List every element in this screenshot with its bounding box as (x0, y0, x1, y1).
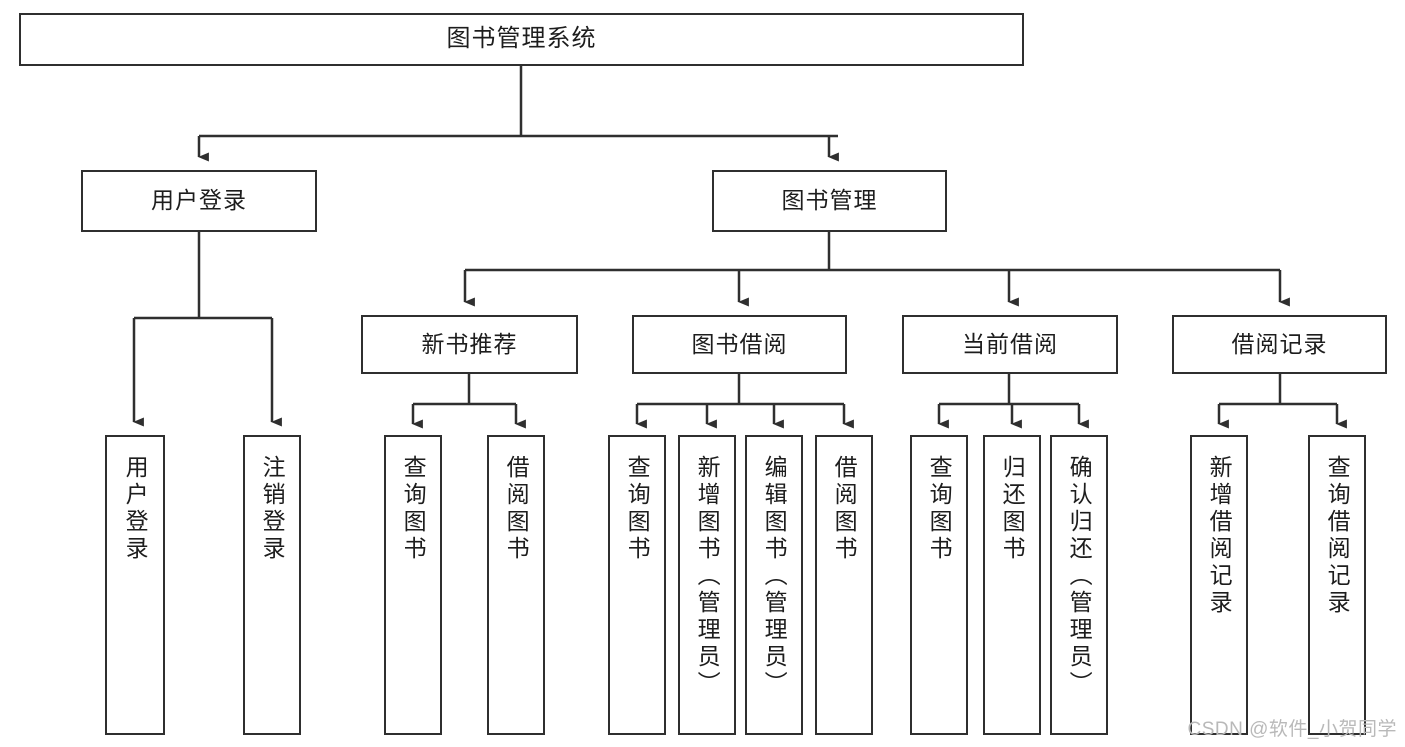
node-leaf-return-book-label: 归还图书 (999, 455, 1026, 563)
node-leaf-user-logout-label: 注销登录 (259, 455, 286, 563)
node-leaf-query-book-cur[interactable]: 查询图书 (910, 435, 968, 735)
node-user-login-label: 用户登录 (151, 187, 247, 214)
node-leaf-confirm-return[interactable]: 确认归还（管理员） (1050, 435, 1108, 735)
node-leaf-add-record-label: 新增借阅记录 (1206, 455, 1233, 617)
csdn-watermark: CSDN @软件_小贺同学 (1187, 719, 1397, 740)
node-leaf-query-book-cur-label: 查询图书 (926, 455, 953, 563)
node-leaf-query-book-bor-label: 查询图书 (624, 455, 651, 563)
node-root-label: 图书管理系统 (446, 25, 597, 53)
node-leaf-query-record[interactable]: 查询借阅记录 (1308, 435, 1366, 735)
node-borrow-records[interactable]: 借阅记录 (1172, 315, 1387, 374)
node-leaf-edit-book-label: 编辑图书（管理员） (761, 455, 788, 698)
node-leaf-user-login-label: 用户登录 (122, 455, 149, 563)
node-leaf-confirm-return-label: 确认归还（管理员） (1066, 455, 1093, 698)
node-leaf-query-record-label: 查询借阅记录 (1324, 455, 1351, 617)
node-leaf-query-book-rec-label: 查询图书 (400, 455, 427, 563)
node-user-login[interactable]: 用户登录 (81, 170, 317, 232)
node-leaf-add-book-label: 新增图书（管理员） (694, 455, 721, 698)
node-leaf-user-login[interactable]: 用户登录 (105, 435, 165, 735)
node-leaf-query-book-rec[interactable]: 查询图书 (384, 435, 442, 735)
node-leaf-user-logout[interactable]: 注销登录 (243, 435, 301, 735)
node-new-book-recommend[interactable]: 新书推荐 (361, 315, 578, 374)
node-leaf-return-book[interactable]: 归还图书 (983, 435, 1041, 735)
node-new-book-recommend-label: 新书推荐 (421, 330, 518, 357)
node-root[interactable]: 图书管理系统 (19, 13, 1024, 66)
node-book-borrow-label: 图书借阅 (691, 330, 788, 357)
node-book-borrow[interactable]: 图书借阅 (632, 315, 847, 374)
node-current-borrow-label: 当前借阅 (962, 330, 1058, 357)
node-book-manage-label: 图书管理 (781, 187, 878, 214)
node-leaf-add-book[interactable]: 新增图书（管理员） (678, 435, 736, 735)
node-leaf-query-book-bor[interactable]: 查询图书 (608, 435, 666, 735)
node-leaf-add-record[interactable]: 新增借阅记录 (1190, 435, 1248, 735)
node-book-manage[interactable]: 图书管理 (712, 170, 947, 232)
node-leaf-borrow-book-bor-label: 借阅图书 (831, 455, 858, 563)
node-leaf-borrow-book-rec-label: 借阅图书 (503, 455, 530, 563)
node-borrow-records-label: 借阅记录 (1231, 330, 1328, 357)
node-leaf-edit-book[interactable]: 编辑图书（管理员） (745, 435, 803, 735)
node-current-borrow[interactable]: 当前借阅 (902, 315, 1118, 374)
node-leaf-borrow-book-bor[interactable]: 借阅图书 (815, 435, 873, 735)
node-leaf-borrow-book-rec[interactable]: 借阅图书 (487, 435, 545, 735)
